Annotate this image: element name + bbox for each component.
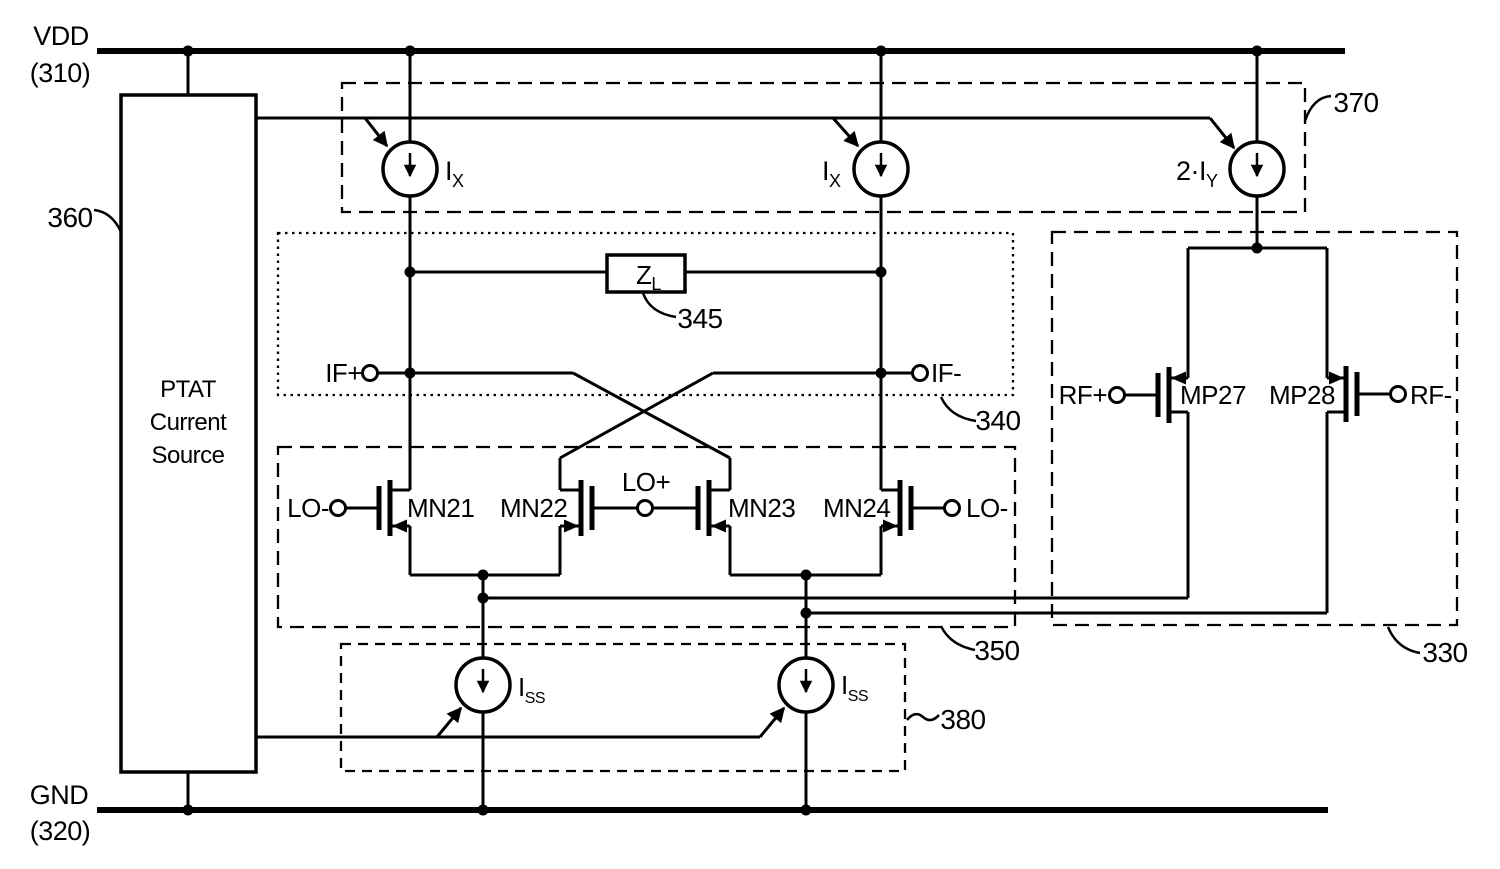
terminal-if-plus [361,364,379,382]
box-350-lo-quad [276,445,1017,629]
vdd-label: VDD [33,21,89,51]
zl-label: ZL [636,260,661,294]
mp28-label: MP28 [1269,380,1335,410]
transistor-mp27 [1125,367,1188,423]
gnd-ref: (320) [30,816,91,846]
mn23-label: MN23 [728,493,795,523]
labels: VDD (310) GND (320) 360 370 345 340 350 … [30,21,1468,846]
rf-plus-label: RF+ [1059,380,1107,410]
iy-label: 2·IY [1176,156,1218,191]
load-zl [605,253,687,294]
ref-345: 345 [677,303,722,334]
ref-350: 350 [974,635,1019,666]
current-source-ix2 [852,140,910,198]
ptat-block [119,51,258,810]
transistor-mp28 [1327,366,1390,422]
gnd-label: GND [30,780,89,810]
terminal-lo-minus-left [329,499,347,517]
current-source-2iy [1228,140,1286,198]
terminal-rf-minus [1389,385,1407,403]
lo-minus-left-label: LO- [287,493,329,523]
rf-minus-label: RF- [1410,380,1452,410]
mp27-label: MP27 [1180,380,1246,410]
current-source-iss2 [777,656,835,714]
ptat-line2: Current [150,409,227,436]
ptat-line1: PTAT [160,376,217,403]
terminal-rf-plus [1108,386,1126,404]
if-plus-label: IF+ [325,358,362,388]
transistor-mn22 [560,480,637,536]
bias-control-lines [256,116,1236,739]
transistor-mn24 [881,480,944,536]
lo-plus-label: LO+ [622,467,670,497]
mn21-label: MN21 [407,493,474,523]
ref-360: 360 [47,202,92,233]
ref-380: 380 [940,704,985,735]
mn22-label: MN22 [500,493,567,523]
leader-lines [93,94,1421,722]
wires [378,51,1329,810]
transistor-mn21 [346,480,410,536]
ref-370: 370 [1333,87,1378,118]
current-source-ix1 [381,140,439,198]
ptat-line3: Source [151,442,224,469]
ref-340: 340 [975,405,1020,436]
lo-minus-right-label: LO- [966,493,1008,523]
vdd-ref: (310) [30,58,91,88]
terminal-if-minus [911,364,929,382]
mn24-label: MN24 [823,493,890,523]
ix1-label: IX [445,156,464,191]
terminal-lo-minus-right [943,499,961,517]
ix2-label: IX [822,156,841,191]
ref-330: 330 [1422,637,1467,668]
iss1-label: ISS [518,672,545,707]
box-370-current-sources [340,81,1307,214]
junction-dots [182,45,1263,816]
terminal-lo-plus [636,499,654,517]
box-330-rf-pair [1050,230,1459,627]
current-source-iss1 [454,656,512,714]
box-380-tail-sources [339,642,907,773]
iss2-label: ISS [841,670,868,705]
if-minus-label: IF- [931,358,961,388]
transistor-mn23 [653,480,730,536]
